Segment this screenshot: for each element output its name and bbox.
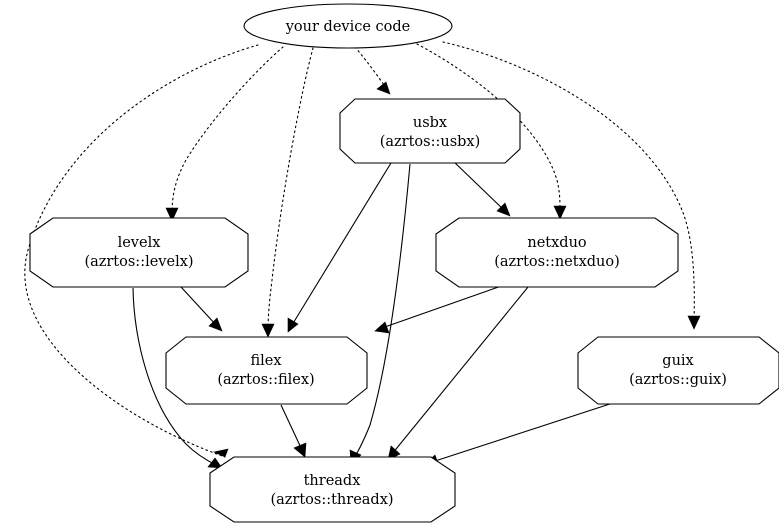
node-usbx-label-line2: (azrtos::usbx) — [380, 134, 481, 150]
node-threadx-shape — [209, 456, 456, 523]
node-filex-shape — [165, 336, 368, 405]
edge-filex-to-threadx — [280, 404, 307, 458]
node-levelx-label-line1: levelx — [118, 235, 161, 251]
edge-usbx-to-threadx — [349, 163, 411, 465]
edge-device-to-usbx — [354, 46, 391, 95]
node-levelx-shape — [29, 217, 249, 288]
edge-netxduo-to-threadx — [387, 286, 529, 461]
edge-device-to-filex — [261, 47, 314, 338]
node-usbx[interactable]: usbx (azrtos::usbx) — [339, 98, 521, 164]
node-guix-label-line2: (azrtos::guix) — [629, 372, 727, 388]
node-filex[interactable]: filex (azrtos::filex) — [165, 336, 368, 405]
edge-levelx-to-filex — [180, 286, 223, 332]
node-usbx-label-line1: usbx — [413, 115, 447, 131]
node-threadx[interactable]: threadx (azrtos::threadx) — [209, 456, 456, 523]
node-netxduo[interactable]: netxduo (azrtos::netxduo) — [435, 217, 679, 288]
edge-device-to-levelx — [165, 46, 284, 222]
node-levelx[interactable]: levelx (azrtos::levelx) — [29, 217, 249, 288]
node-threadx-label-line2: (azrtos::threadx) — [270, 492, 393, 508]
node-netxduo-shape — [435, 217, 679, 288]
edge-device-to-guix — [442, 41, 701, 330]
edge-device-to-threadx — [24, 44, 259, 458]
node-netxduo-label-line2: (azrtos::netxduo) — [494, 254, 620, 270]
node-layer: your device code usbx (azrtos::usbx) lev… — [29, 3, 779, 523]
node-netxduo-label-line1: netxduo — [527, 235, 586, 251]
edge-device-to-netxduo — [416, 43, 567, 220]
node-guix-shape — [577, 336, 779, 405]
node-guix-label-line1: guix — [662, 353, 693, 369]
edge-netxduo-to-filex — [374, 283, 508, 334]
node-guix[interactable]: guix (azrtos::guix) — [577, 336, 779, 405]
node-filex-label-line2: (azrtos::filex) — [217, 372, 314, 388]
edge-levelx-to-threadx — [132, 287, 223, 469]
node-usbx-shape — [339, 98, 521, 164]
edge-usbx-to-filex — [287, 162, 392, 333]
node-device-code-shape — [243, 3, 453, 49]
edge-usbx-to-netxduo — [451, 159, 511, 217]
node-filex-label-line1: filex — [250, 353, 281, 369]
node-device-code-label-line1: your device code — [285, 19, 411, 35]
node-threadx-label-line1: threadx — [304, 473, 361, 489]
edge-guix-to-threadx — [424, 401, 617, 467]
node-levelx-label-line2: (azrtos::levelx) — [84, 254, 193, 270]
node-device-code[interactable]: your device code — [243, 3, 453, 49]
edge-layer — [24, 41, 701, 469]
